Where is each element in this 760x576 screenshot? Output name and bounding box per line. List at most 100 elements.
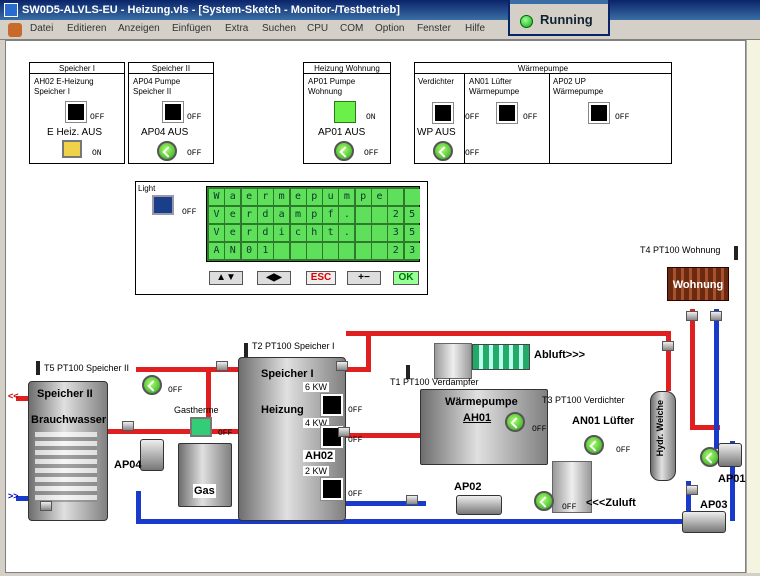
leftright-key[interactable]: ◀▶ bbox=[257, 271, 291, 285]
valve-icon bbox=[686, 485, 698, 495]
menu-fenster[interactable]: Fenster bbox=[417, 23, 451, 34]
vertical-scrollbar[interactable] bbox=[746, 40, 760, 573]
heat-pump-unit: Wärmepumpe AH01 bbox=[420, 389, 548, 465]
lcd-cell: 3 bbox=[388, 225, 404, 241]
an01-indicator bbox=[496, 102, 518, 124]
menu-datei[interactable]: Datei bbox=[30, 23, 54, 34]
pump-indicator-icon bbox=[142, 375, 162, 395]
exhaust-duct bbox=[434, 343, 472, 379]
heater-switch-icon[interactable] bbox=[62, 140, 82, 158]
lcd-cell: V bbox=[209, 207, 224, 223]
light-label: Light bbox=[138, 184, 156, 193]
lcd-cell bbox=[355, 207, 371, 223]
light-state: OFF bbox=[182, 208, 197, 217]
lcd-cell bbox=[306, 243, 322, 259]
pump-label: AP01 bbox=[718, 473, 746, 485]
lcd-cell bbox=[339, 243, 355, 259]
panel-title: Heizung Wohnung bbox=[304, 63, 390, 74]
sensor-label: T1 PT100 Verdampfer bbox=[390, 377, 479, 387]
document-icon[interactable] bbox=[8, 23, 22, 37]
valve-icon bbox=[406, 495, 418, 505]
monitor-icon[interactable] bbox=[152, 195, 174, 215]
panel-label: Wärmepumpe bbox=[469, 87, 520, 96]
speicher-1-tank: Speicher I Heizung 6 KW 4 KW AH02 2 KW bbox=[238, 357, 346, 521]
lcd-cell: 5 bbox=[404, 207, 420, 223]
menu-com[interactable]: COM bbox=[340, 23, 364, 34]
lcd-cell: 5 bbox=[404, 225, 420, 241]
state-label: OFF bbox=[616, 446, 631, 455]
ap01-indicator-icon bbox=[700, 447, 720, 467]
lcd-cell: e bbox=[225, 225, 241, 241]
ap03-pump-icon bbox=[682, 511, 726, 533]
state-label: OFF bbox=[465, 113, 480, 122]
panel-label: AN01 Lüfter bbox=[469, 77, 512, 86]
lcd-cell: e bbox=[290, 189, 306, 205]
lcd-cell: V bbox=[209, 225, 224, 241]
hot-pipe bbox=[346, 367, 371, 372]
valve-icon bbox=[662, 341, 674, 351]
window-titlebar: SW0D5-ALVLS-EU - Heizung.vls - [System-S… bbox=[0, 0, 760, 20]
lcd-cell bbox=[290, 243, 306, 259]
coil-icon bbox=[35, 432, 97, 502]
sensor-label: T2 PT100 Speicher I bbox=[252, 341, 335, 351]
state-label: OFF bbox=[615, 113, 630, 122]
valve-icon bbox=[686, 311, 698, 321]
menu-option[interactable]: Option bbox=[375, 23, 405, 34]
wp-switch-icon[interactable] bbox=[433, 141, 453, 161]
state-label: OFF bbox=[465, 149, 480, 158]
valve-icon bbox=[336, 361, 348, 371]
menu-einfuegen[interactable]: Einfügen bbox=[172, 23, 212, 34]
tank-label: Speicher II bbox=[37, 388, 93, 400]
hot-pipe bbox=[206, 367, 211, 429]
panel-label: AP02 UP bbox=[553, 77, 586, 86]
state-label: ON bbox=[92, 149, 102, 158]
ap02-pump-icon bbox=[456, 495, 502, 515]
lcd-cell: r bbox=[241, 225, 257, 241]
updown-key[interactable]: ▲▼ bbox=[209, 271, 243, 285]
compressor-icon bbox=[505, 412, 525, 432]
panel-caption: E Heiz. AUS bbox=[47, 127, 103, 138]
ap04-pump-switch-icon[interactable] bbox=[157, 141, 177, 161]
verdichter-indicator bbox=[432, 102, 454, 124]
panel-label: Wärmepumpe bbox=[553, 87, 604, 96]
compressor-label: AH01 bbox=[463, 412, 492, 424]
panel-caption: AP04 AUS bbox=[141, 127, 189, 138]
menu-suchen[interactable]: Suchen bbox=[262, 23, 296, 34]
lcd-cell: h bbox=[306, 225, 322, 241]
lcd-cell: t bbox=[323, 225, 339, 241]
plusminus-key[interactable]: +− bbox=[347, 271, 381, 285]
cold-pipe bbox=[686, 481, 691, 523]
menu-hilfe[interactable]: Hilfe bbox=[465, 23, 486, 34]
esc-key[interactable]: ESC bbox=[306, 271, 336, 285]
tank-label: Brauchwasser bbox=[31, 414, 107, 426]
app-icon bbox=[4, 3, 18, 17]
panel-label: Wohnung bbox=[308, 87, 343, 96]
ap01-pump-switch-icon[interactable] bbox=[334, 141, 354, 161]
lcd-cell: d bbox=[257, 207, 273, 223]
menu-editieren[interactable]: Editieren bbox=[67, 23, 107, 34]
e-heizung-indicator bbox=[65, 101, 87, 123]
menu-cpu[interactable]: CPU bbox=[307, 23, 329, 34]
lcd-cell bbox=[388, 189, 404, 205]
state-label: OFF bbox=[348, 436, 363, 445]
lcd-cell bbox=[355, 225, 371, 241]
lcd-cell: c bbox=[290, 225, 306, 241]
divider bbox=[549, 74, 550, 164]
lcd-cell: 2 bbox=[388, 207, 404, 223]
valve-icon bbox=[122, 421, 134, 431]
lcd-cell: . bbox=[339, 207, 355, 223]
lcd-cell: f bbox=[323, 207, 339, 223]
hot-pipe bbox=[106, 429, 251, 434]
state-label: OFF bbox=[187, 113, 202, 122]
exhaust-label: Abluft>>> bbox=[534, 349, 586, 361]
menu-extra[interactable]: Extra bbox=[225, 23, 249, 34]
sensor-t1 bbox=[406, 365, 410, 379]
separator-label: Hydr. Weiche bbox=[655, 400, 665, 457]
lcd-cell: . bbox=[339, 225, 355, 241]
lcd-cell: p bbox=[355, 189, 371, 205]
power-label: 4 KW bbox=[303, 418, 330, 428]
menu-anzeigen[interactable]: Anzeigen bbox=[118, 23, 160, 34]
panel-title: Speicher II bbox=[129, 63, 213, 74]
ok-key[interactable]: OK bbox=[393, 271, 419, 285]
